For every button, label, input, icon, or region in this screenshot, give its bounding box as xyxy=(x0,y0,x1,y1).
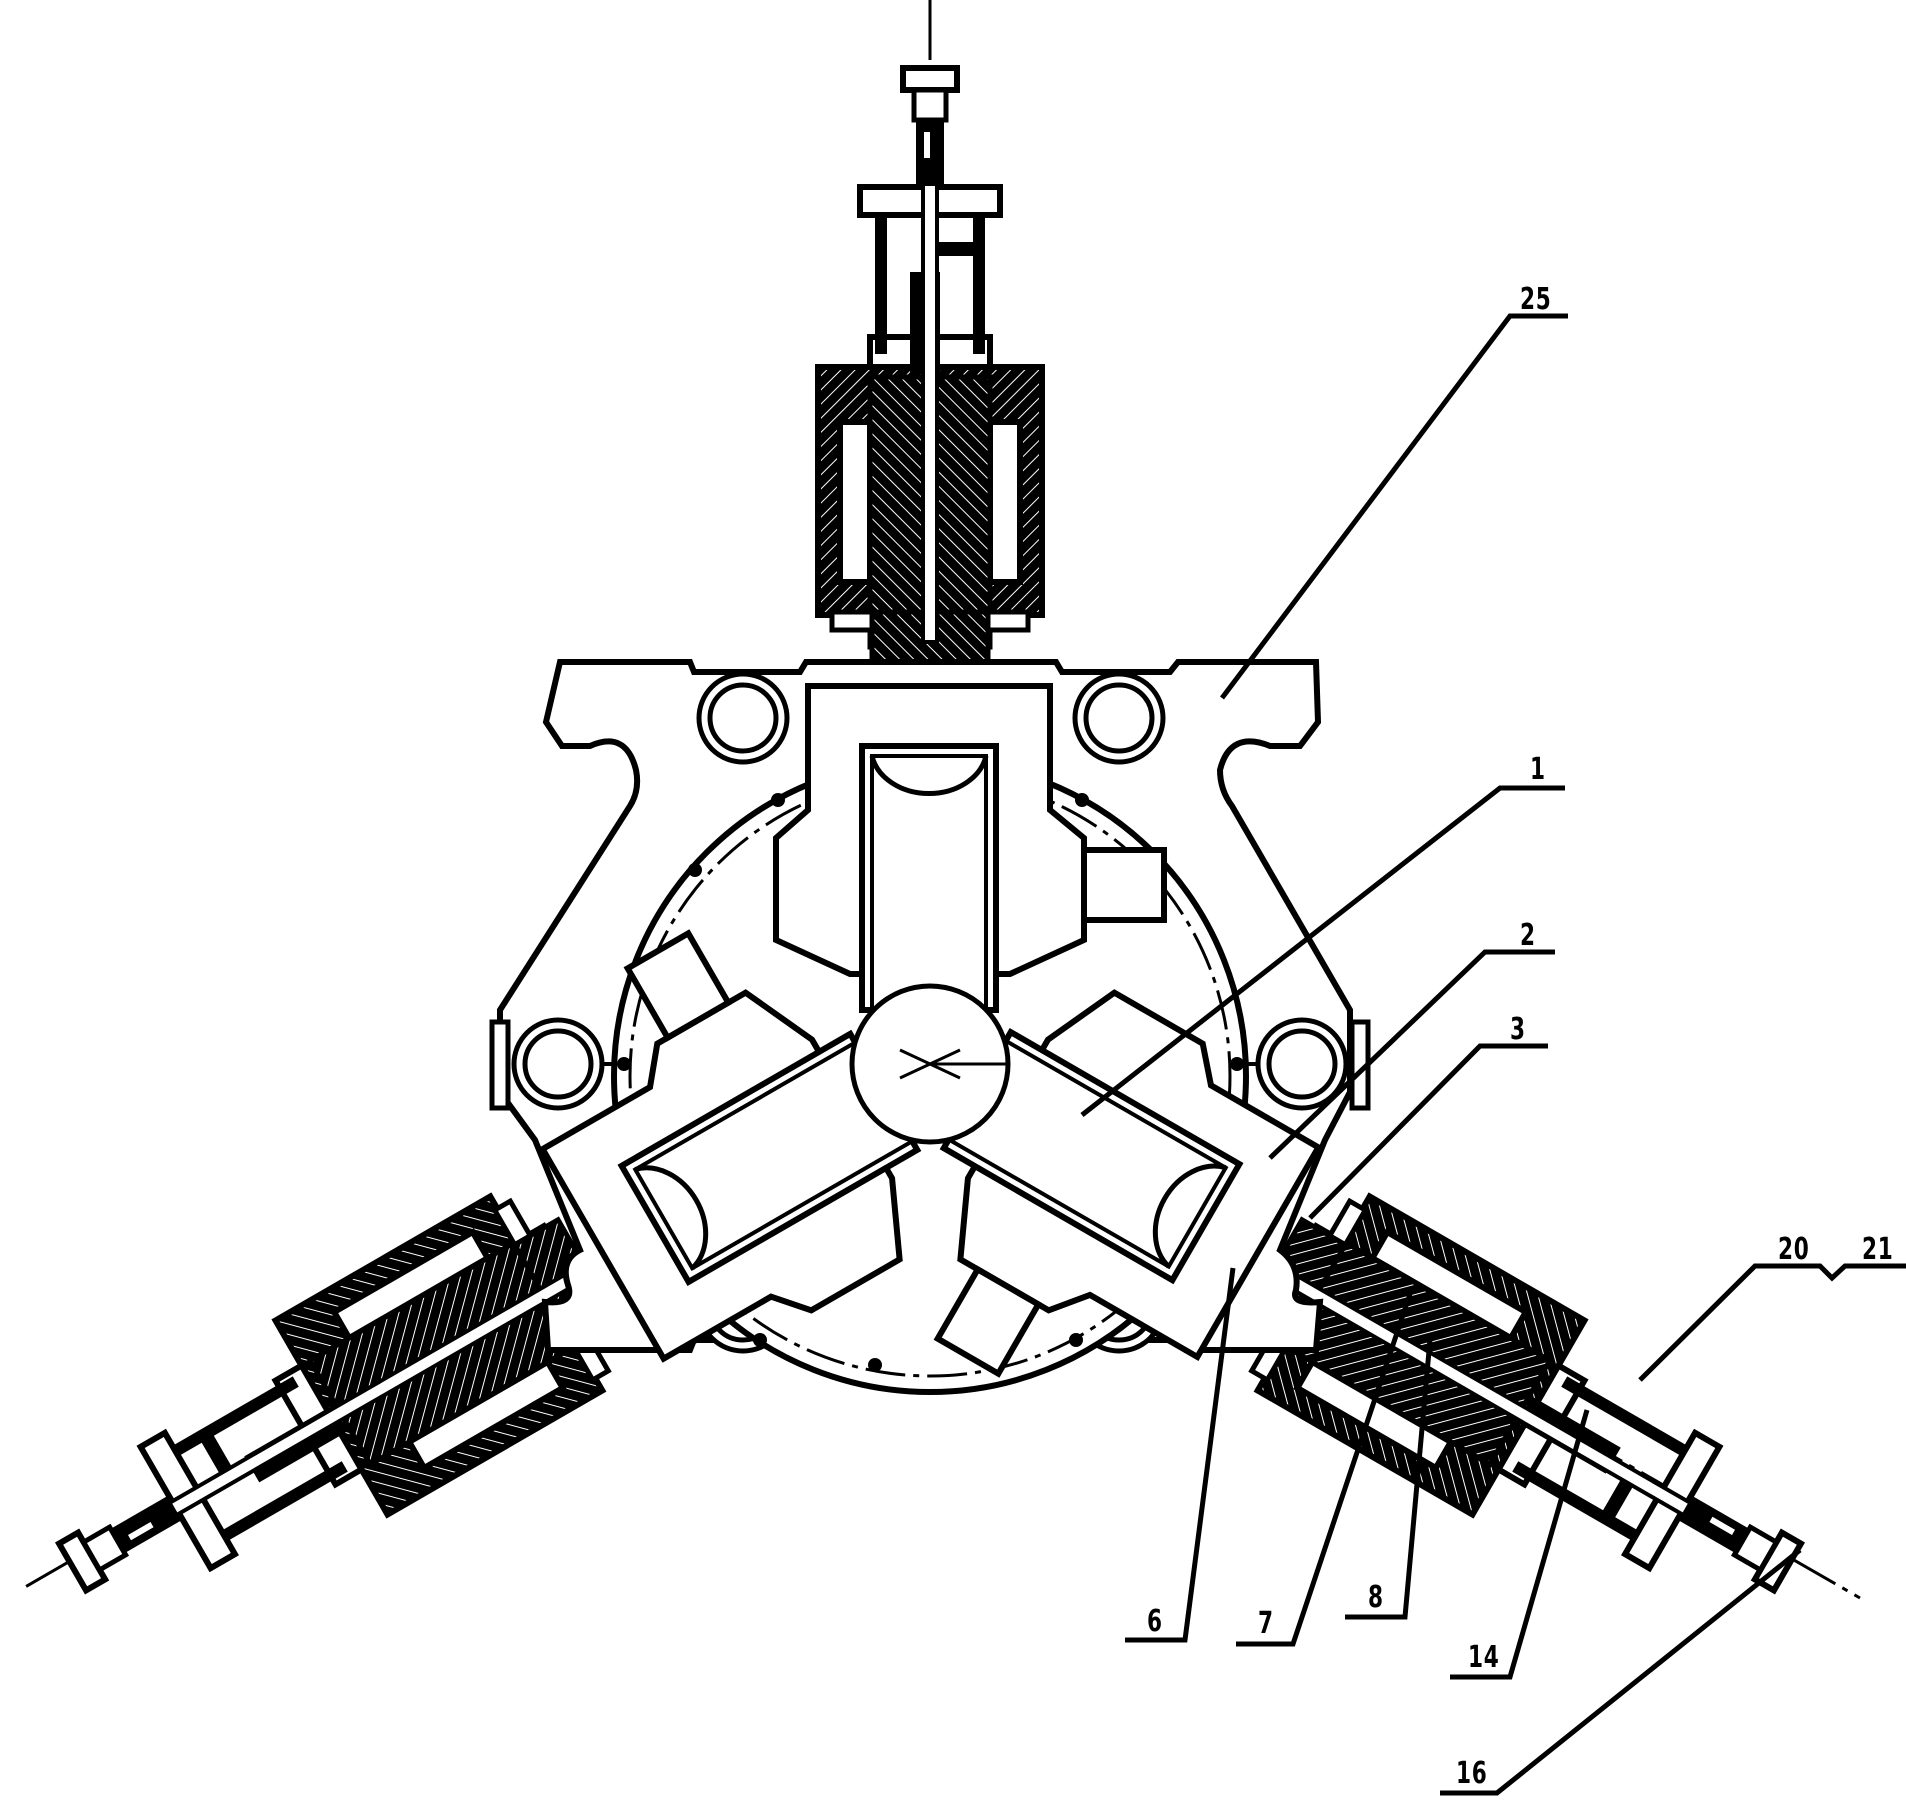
roll-holder-left xyxy=(538,929,922,1363)
label-25: 25 xyxy=(1520,282,1552,317)
label-1: 1 xyxy=(1530,752,1546,787)
roll-holder-top xyxy=(773,683,1167,1013)
top-actuator xyxy=(818,68,1042,662)
leader-lines xyxy=(1080,313,1906,1796)
label-7: 7 xyxy=(1258,1606,1274,1641)
roll-holder-right xyxy=(933,989,1323,1378)
left-actuator xyxy=(17,1173,643,1664)
label-3: 3 xyxy=(1510,1012,1526,1047)
label-20: 20 xyxy=(1778,1232,1810,1267)
label-2: 2 xyxy=(1520,918,1536,953)
label-21: 21 xyxy=(1862,1232,1894,1267)
label-16: 16 xyxy=(1456,1756,1488,1791)
label-8: 8 xyxy=(1368,1580,1384,1615)
label-6: 6 xyxy=(1147,1604,1163,1639)
label-14: 14 xyxy=(1468,1640,1500,1675)
